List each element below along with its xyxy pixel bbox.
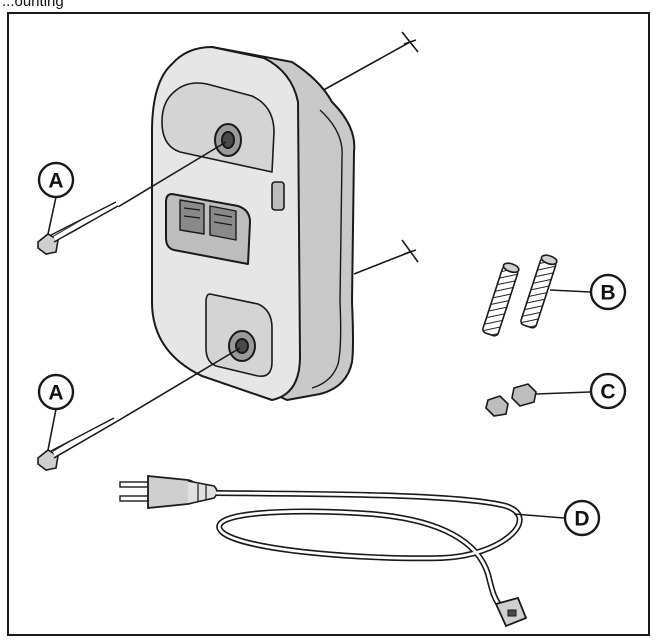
callout-letter: A xyxy=(48,382,63,405)
screw-upper xyxy=(37,201,120,255)
callout-letter: B xyxy=(600,282,615,305)
callout-C: C xyxy=(589,372,627,410)
wall-mark-bottom xyxy=(353,239,419,275)
callout-A1: A xyxy=(37,161,75,235)
wall-mark-top xyxy=(319,31,419,93)
callout-A2: A xyxy=(37,373,75,451)
charger-base xyxy=(151,46,356,401)
diagram-frame: A A B C D xyxy=(7,12,650,636)
callout-B: B xyxy=(589,273,627,311)
wall-anchors xyxy=(482,254,591,337)
callout-letter: C xyxy=(600,381,615,404)
screw-caps xyxy=(485,383,591,417)
callout-letter: D xyxy=(574,508,589,531)
callout-D: D xyxy=(563,499,601,537)
power-cord xyxy=(119,475,565,628)
page-header-fragment: ...ounting xyxy=(2,0,64,10)
screw-leader-lines xyxy=(115,141,241,423)
parts-diagram: A A B C D xyxy=(37,31,627,628)
callout-letter: A xyxy=(48,170,63,193)
